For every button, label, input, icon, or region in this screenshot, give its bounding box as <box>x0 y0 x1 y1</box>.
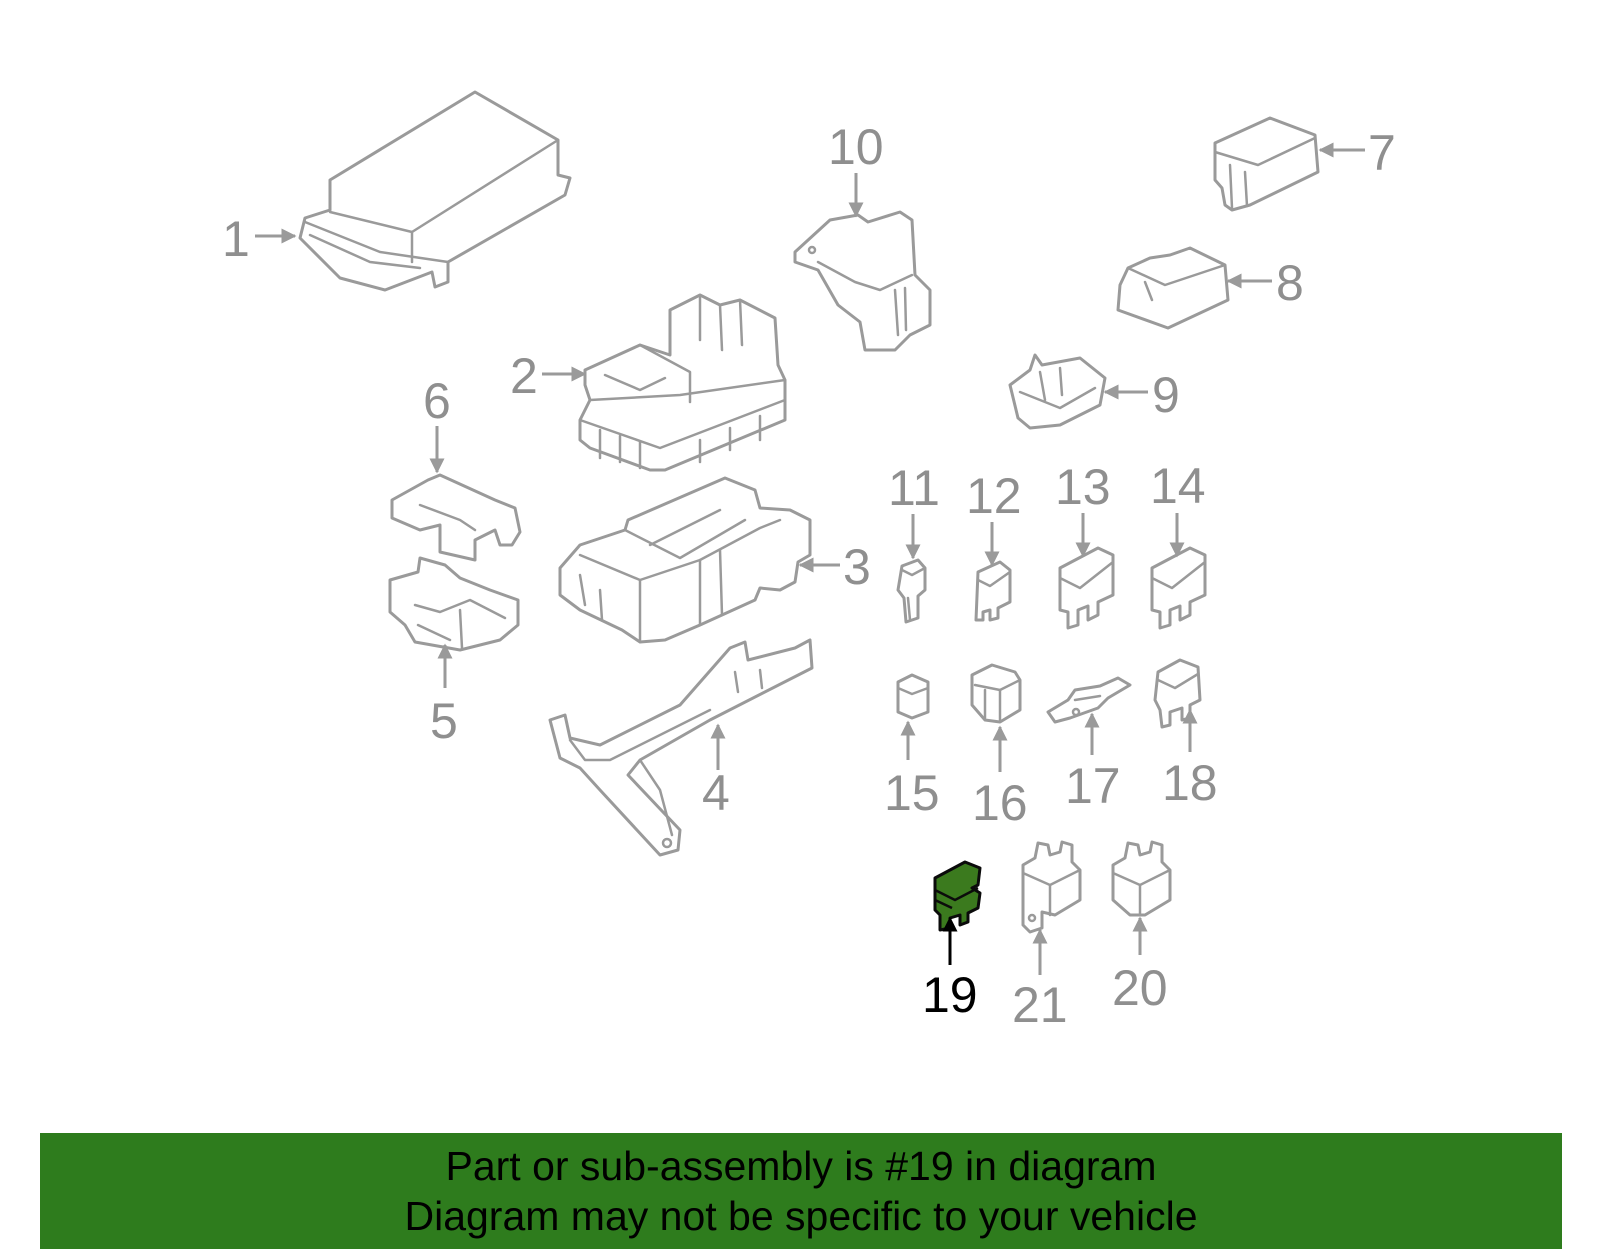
callout-3: 3 <box>843 539 871 595</box>
parts-diagram: 1 2 3 4 5 6 7 8 9 10 11 12 13 14 15 16 1… <box>222 90 1396 1033</box>
callout-12: 12 <box>966 468 1022 524</box>
part-5-clip[interactable] <box>388 556 520 652</box>
part-3-fuse-box-housing[interactable] <box>558 476 812 644</box>
part-10-bracket[interactable] <box>793 210 932 352</box>
part-13-maxi-fuse[interactable] <box>1058 546 1115 630</box>
part-20-relay[interactable] <box>1111 840 1172 917</box>
callout-8: 8 <box>1276 255 1304 311</box>
footer-line-2: Diagram may not be specific to your vehi… <box>404 1193 1198 1239</box>
part-19-fuse-highlighted[interactable] <box>933 860 982 932</box>
footer-banner: Part or sub-assembly is #19 in diagram D… <box>40 1133 1562 1249</box>
callout-20: 20 <box>1112 960 1168 1016</box>
callout-labels: 1 2 3 4 5 6 7 8 9 10 11 12 13 14 15 16 1… <box>222 119 1396 1033</box>
callout-4: 4 <box>702 765 730 821</box>
callout-15: 15 <box>884 765 940 821</box>
callout-10: 10 <box>828 119 884 175</box>
callout-17: 17 <box>1065 758 1121 814</box>
callout-19: 19 <box>922 967 978 1023</box>
part-14-maxi-fuse[interactable] <box>1150 546 1207 630</box>
part-6-cover[interactable] <box>390 473 522 562</box>
callout-18: 18 <box>1162 755 1218 811</box>
callout-5: 5 <box>430 693 458 749</box>
callout-13: 13 <box>1055 459 1111 515</box>
part-15-fuse[interactable] <box>896 673 930 720</box>
callout-6: 6 <box>423 373 451 429</box>
part-8-relay-cover[interactable] <box>1116 246 1230 330</box>
part-7-lid[interactable] <box>1213 116 1320 212</box>
part-9-tray[interactable] <box>1008 353 1107 430</box>
callout-16: 16 <box>972 775 1028 831</box>
part-2-fuse-block[interactable] <box>578 293 787 472</box>
callout-7: 7 <box>1368 125 1396 181</box>
leader-arrows <box>255 142 1365 975</box>
part-4-bracket[interactable] <box>548 638 814 857</box>
callout-14: 14 <box>1150 458 1206 514</box>
part-1-fuse-box-cover[interactable] <box>298 90 572 292</box>
part-21-relay-bracket[interactable] <box>1021 840 1082 934</box>
callout-2: 2 <box>510 348 538 404</box>
callout-9: 9 <box>1152 367 1180 423</box>
callout-11: 11 <box>888 460 940 516</box>
part-18-fuse[interactable] <box>1153 658 1202 729</box>
callout-21: 21 <box>1012 977 1068 1033</box>
part-17-strip-fuse[interactable] <box>1046 676 1132 724</box>
part-11-mini-fuse[interactable] <box>896 558 927 624</box>
part-12-fuse[interactable] <box>974 560 1012 622</box>
part-16-cartridge-fuse[interactable] <box>970 663 1022 724</box>
footer-line-1: Part or sub-assembly is #19 in diagram <box>445 1143 1157 1189</box>
callout-1: 1 <box>222 211 250 267</box>
